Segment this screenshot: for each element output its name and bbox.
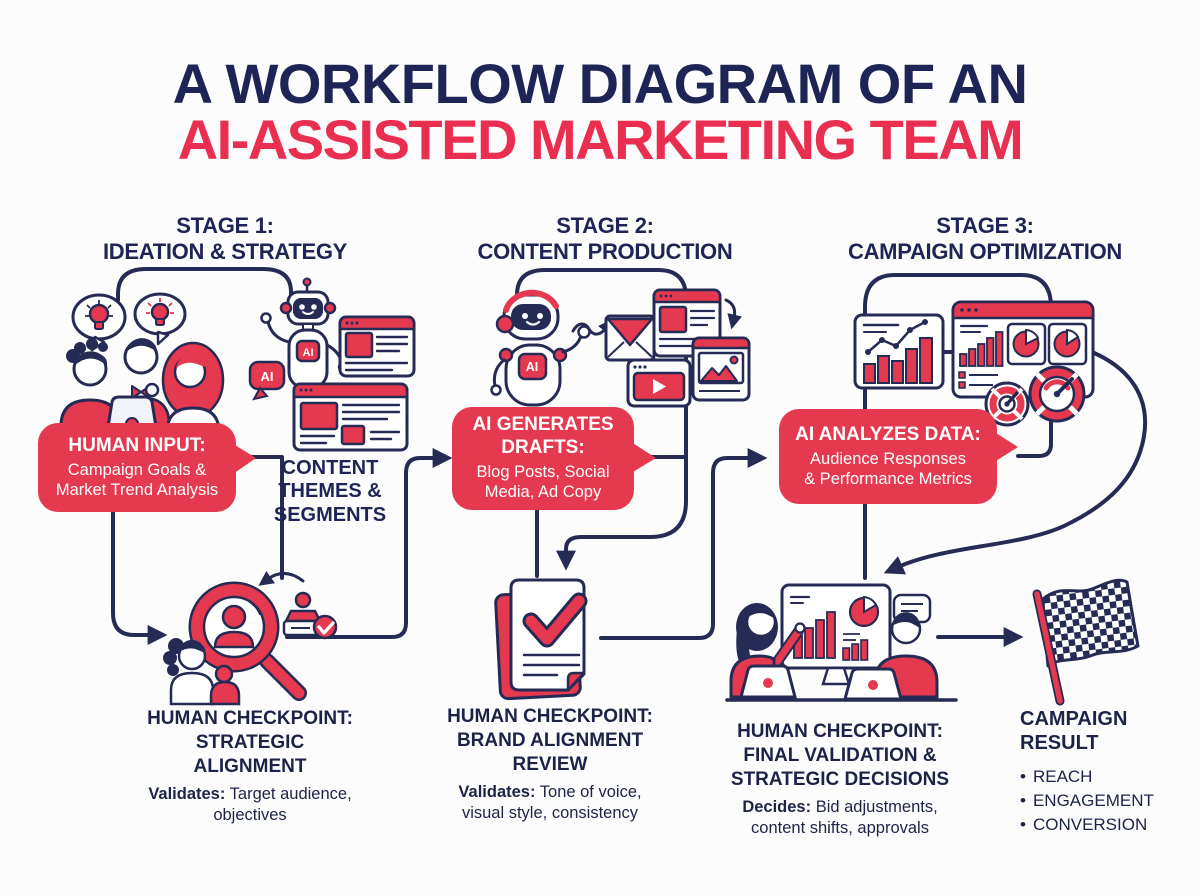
approval-stamp-icon: [282, 591, 338, 640]
checkpoint3-detail: Decides: Bid adjustments, content shifts…: [742, 798, 938, 838]
stage2-arc-to-checkpoint2: [515, 268, 688, 571]
brainstorming-team-icon: [59, 338, 225, 456]
bubble2-tail: [628, 440, 656, 475]
human-input-bubble-body: Campaign Goals & Market Trend Analysis: [55, 461, 219, 500]
ai-analyzes-data-bubble: AI ANALYZES DATA: Audience Responses & P…: [779, 409, 997, 504]
arrow-window-to-image: [724, 298, 743, 330]
page-title-line1: A WORKFLOW DIAGRAM OF AN: [172, 52, 1028, 115]
growth-chart-card-icon: [853, 313, 945, 390]
page-title-line2: AI-ASSISTED MARKETING TEAM: [177, 108, 1024, 171]
finish-flag-icon: [1032, 578, 1140, 706]
checkpoint2-title: HUMAN CHECKPOINT: BRAND ALIGNMENT REVIEW: [447, 706, 653, 776]
checkpoint1-detail: Validates: Target audience, objectives: [148, 785, 352, 825]
checkpoint3-title: HUMAN CHECKPOINT: FINAL VALIDATION & STR…: [730, 721, 950, 791]
arrow-checkpoint1-to-bubble2: [285, 448, 453, 639]
video-window-icon: [626, 358, 692, 408]
stage2-header-line1: STAGE 2:: [556, 213, 654, 238]
human-input-bubble: HUMAN INPUT: Campaign Goals & Market Tre…: [38, 423, 236, 512]
campaign-result-title: CAMPAIGN RESULT: [1020, 708, 1128, 755]
stage1-arc-connector: [116, 267, 293, 302]
email-icon: [604, 314, 656, 362]
ai-analyzes-data-body: Audience Responses & Performance Metrics: [804, 450, 972, 489]
checkpoint3-block: HUMAN CHECKPOINT: FINAL VALIDATION & STR…: [705, 720, 975, 839]
checkpoint1-block: HUMAN CHECKPOINT: STRATEGIC ALIGNMENT Va…: [122, 707, 378, 826]
robot-assistant-icon: AI: [260, 277, 349, 390]
human-input-bubble-title: HUMAN INPUT:: [68, 434, 206, 456]
ai-generates-drafts-bubble: AI GENERATES DRAFTS: Blog Posts, Social …: [452, 407, 634, 510]
stage2-header-line2: CONTENT PRODUCTION: [477, 238, 733, 264]
arrow-checkpoint2-to-bubble3: [599, 448, 768, 640]
ai-badge-label: AI: [303, 347, 314, 359]
ai-generates-drafts-body: Blog Posts, Social Media, Ad Copy: [476, 463, 610, 502]
arrow-bubble1-to-checkpoint1: [111, 509, 168, 645]
stage3-header: STAGE 3: CAMPAIGN OPTIMIZATION: [815, 213, 1155, 264]
bubble1-tail: [230, 442, 256, 476]
campaign-result-block: CAMPAIGN RESULT •REACH •ENGAGEMENT •CONV…: [1020, 707, 1190, 837]
checkpoint1-cycle-arrow: [258, 570, 305, 586]
result-item-reach: •REACH: [1020, 766, 1093, 786]
approved-document-icon: [494, 578, 588, 701]
audience-magnifier-icon: [188, 581, 307, 701]
campaign-result-list: •REACH •ENGAGEMENT •CONVERSION: [1020, 765, 1190, 837]
stage2-header: STAGE 2: CONTENT PRODUCTION: [445, 213, 765, 264]
stage1-header-line1: STAGE 1:: [176, 213, 274, 238]
result-item-engagement: •ENGAGEMENT: [1020, 790, 1154, 810]
ai-badge-label: AI: [526, 360, 539, 374]
checkpoint1-title: HUMAN CHECKPOINT: STRATEGIC ALIGNMENT: [147, 708, 353, 778]
ai-chat-bubble-icon: AI: [248, 360, 286, 401]
ai-analyzes-data-title: AI ANALYZES DATA:: [795, 423, 981, 445]
checkpoint2-block: HUMAN CHECKPOINT: BRAND ALIGNMENT REVIEW…: [420, 705, 680, 824]
browser-window-icon: [338, 315, 416, 378]
reviewer-person-icon: [163, 638, 241, 706]
arrow-bigcurve-to-checkpoint3: [883, 350, 1148, 575]
ai-badge-label: AI: [261, 369, 274, 384]
ai-generates-drafts-title: AI GENERATES DRAFTS:: [472, 414, 614, 458]
stage3-container-line: [863, 273, 1053, 580]
content-window-icon: [292, 382, 409, 452]
result-item-conversion: •CONVERSION: [1020, 815, 1148, 835]
stage3-header-line2: CAMPAIGN OPTIMIZATION: [848, 238, 1122, 264]
robot-creator-icon: AI: [490, 289, 591, 407]
stage1-header: STAGE 1: IDEATION & STRATEGY: [70, 213, 380, 264]
review-meeting-icon: [725, 583, 958, 702]
stage1-header-line2: IDEATION & STRATEGY: [102, 238, 348, 264]
content-themes-label: CONTENT THEMES & SEGMENTS: [273, 457, 387, 526]
blog-post-window-icon: [652, 288, 722, 358]
checkpoint2-detail: Validates: Tone of voice, visual style, …: [458, 783, 642, 823]
gauge-meters-icon: [984, 365, 1086, 427]
stage3-header-line1: STAGE 3:: [936, 213, 1034, 238]
image-window-icon: [691, 336, 751, 402]
